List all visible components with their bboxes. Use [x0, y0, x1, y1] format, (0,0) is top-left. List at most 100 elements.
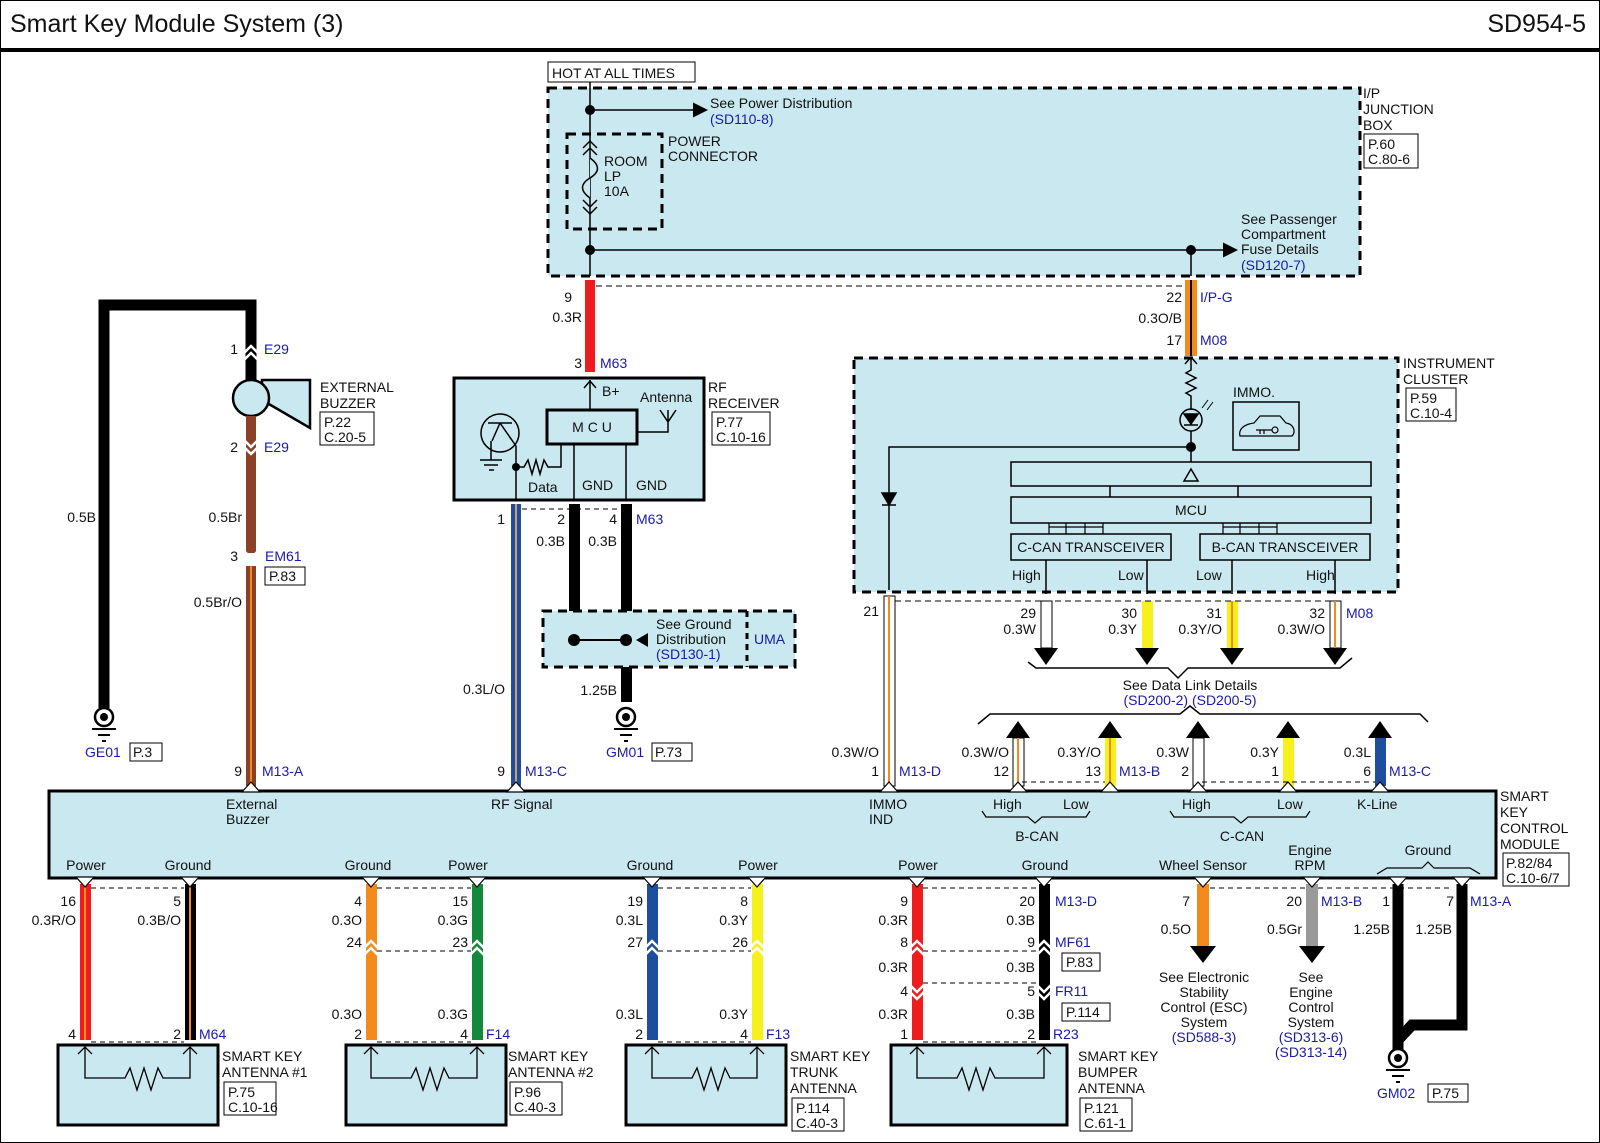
buzzer-page1[interactable]: P.22 [324, 414, 351, 430]
antenna-pin: 5 [173, 893, 181, 909]
antenna-conn[interactable]: M64 [199, 1026, 226, 1042]
antenna-conn[interactable]: FR11 [1055, 983, 1088, 999]
antenna-conn[interactable]: R23 [1053, 1026, 1079, 1042]
g2-conn[interactable]: M13-A [1470, 893, 1512, 909]
antenna-page[interactable]: P.75 [228, 1084, 255, 1100]
antenna-conn-page[interactable]: P.114 [1066, 1004, 1100, 1020]
engine-ref2[interactable]: (SD313-14) [1275, 1044, 1347, 1060]
output-pin: 32 [1309, 605, 1325, 621]
skm-bottom-label: Ground [1022, 857, 1069, 873]
esc-ref[interactable]: (SD588-3) [1172, 1029, 1237, 1045]
buzzer-conn1[interactable]: E29 [264, 341, 289, 357]
antenna-page[interactable]: C.40-3 [514, 1099, 556, 1115]
antenna-page[interactable]: C.40-3 [796, 1115, 838, 1131]
g2-wire-b: 1.25B [1415, 921, 1452, 937]
antenna-wire-right [752, 884, 763, 1040]
antenna-conn[interactable]: F13 [766, 1026, 790, 1042]
cluster-in-conn-top[interactable]: I/P-G [1200, 289, 1233, 305]
input-conn[interactable]: M13-C [1389, 763, 1431, 779]
gm01-id[interactable]: GM01 [606, 744, 644, 760]
em61-page[interactable]: P.83 [269, 568, 296, 584]
wire-black-ground [1392, 884, 1468, 1050]
gm01-page[interactable]: P.73 [655, 744, 682, 760]
ge01-id[interactable]: GE01 [85, 744, 121, 760]
gnd2-label: GND [636, 477, 667, 493]
cluster-in-conn[interactable]: M08 [1200, 332, 1227, 348]
up-arrow-icon [583, 379, 597, 389]
rf-page2[interactable]: C.10-16 [716, 429, 766, 445]
skm-buzzer-conn[interactable]: M13-A [262, 763, 304, 779]
input-wire-label: 0.3Y/O [1057, 744, 1101, 760]
junction-page2[interactable]: C.80-6 [1368, 151, 1410, 167]
antenna-mid-pin: 9 [1027, 934, 1035, 950]
antenna-page[interactable]: C.10-16 [228, 1099, 278, 1115]
antenna-conn[interactable]: F14 [486, 1026, 510, 1042]
antenna-name: SMART KEY [790, 1048, 871, 1064]
passenger-fuse-ref[interactable]: (SD120-7) [1241, 257, 1306, 273]
engine-line1: See [1299, 969, 1324, 985]
skm-page-box [1502, 852, 1570, 887]
cluster-in-wire: 0.3O/B [1138, 310, 1182, 326]
antenna-page-box [509, 1081, 563, 1116]
antenna-page[interactable]: P.96 [514, 1084, 541, 1100]
arrow-down-icon [1299, 946, 1325, 963]
in-conn[interactable]: M63 [600, 355, 627, 371]
skm-immo2: IND [869, 811, 893, 827]
antenna-conn[interactable]: MF61 [1055, 934, 1091, 950]
cluster-page1[interactable]: P.59 [1410, 390, 1437, 406]
antenna-page[interactable]: P.114 [796, 1100, 830, 1116]
antenna-wire-label: 0.3B [1006, 959, 1035, 975]
buzzer-conn3[interactable]: EM61 [265, 548, 302, 564]
engine-ref1[interactable]: (SD313-6) [1279, 1029, 1344, 1045]
cluster-mcu-box [1010, 496, 1372, 524]
data-link-ref[interactable]: (SD200-2) (SD200-5) [1123, 692, 1256, 708]
smart-key-control-module: External Buzzer RF Signal IMMO IND High … [47, 788, 1570, 887]
connector-up-icon [644, 939, 660, 956]
buzzer-page-box [319, 411, 375, 446]
arrow-down-icon [1323, 648, 1347, 665]
connector-notch-icon [1301, 876, 1323, 888]
rf-page1[interactable]: P.77 [716, 414, 743, 430]
uma-conn[interactable]: UMA [754, 631, 786, 647]
bcan-brace [981, 810, 1091, 824]
skm-rf-conn[interactable]: M13-C [525, 763, 567, 779]
input-conn[interactable]: M13-D [899, 763, 941, 779]
buzzer-page2[interactable]: C.20-5 [324, 429, 366, 445]
ge01-page[interactable]: P.3 [133, 744, 152, 760]
gm02-page[interactable]: P.75 [1432, 1085, 1459, 1101]
rf-name1: RF [708, 379, 727, 395]
skm-page1[interactable]: P.82/84 [1506, 855, 1553, 871]
output-conn[interactable]: M08 [1346, 605, 1373, 621]
arrow-up-icon [1006, 721, 1030, 738]
antenna-pin: 20 [1019, 893, 1035, 909]
engine-conn[interactable]: M13-B [1321, 893, 1362, 909]
key-icon [1256, 426, 1279, 434]
cluster-page2[interactable]: C.10-4 [1410, 405, 1452, 421]
light-rays-icon [1201, 399, 1214, 411]
junction-box-outline [546, 86, 1362, 278]
input-pin: 2 [1181, 763, 1189, 779]
input-conn[interactable]: M13-B [1119, 763, 1160, 779]
rf-pin-conn[interactable]: M63 [636, 511, 663, 527]
skm-bottom-label: Power [738, 857, 778, 873]
antenna-page[interactable]: C.61-1 [1084, 1115, 1126, 1131]
ground-icon [614, 728, 638, 742]
antenna-page[interactable]: P.121 [1084, 1100, 1119, 1116]
antenna-label: Antenna [640, 389, 692, 405]
antenna-wire-label: 0.3R [878, 959, 908, 975]
ground-eyelet-center [1394, 1054, 1402, 1062]
connector-up-icon [749, 939, 765, 956]
power-dist-ref[interactable]: (SD110-8) [710, 111, 774, 127]
antenna-conn-page[interactable]: P.83 [1066, 954, 1093, 970]
gm02-id[interactable]: GM02 [1377, 1085, 1415, 1101]
junction-page1[interactable]: P.60 [1368, 136, 1395, 152]
cluster-name1: INSTRUMENT [1403, 355, 1495, 371]
wire-bro-label: 0.5Br/O [194, 594, 242, 610]
buzzer-conn2[interactable]: E29 [264, 439, 289, 455]
rf-pin-4: 4 [609, 511, 617, 527]
skm-page2[interactable]: C.10-6/7 [1506, 870, 1560, 886]
bplus-label: B+ [602, 383, 620, 399]
ground-dist-ref[interactable]: (SD130-1) [656, 646, 721, 662]
connector-up-icon [909, 939, 925, 956]
antenna-conn[interactable]: M13-D [1055, 893, 1097, 909]
